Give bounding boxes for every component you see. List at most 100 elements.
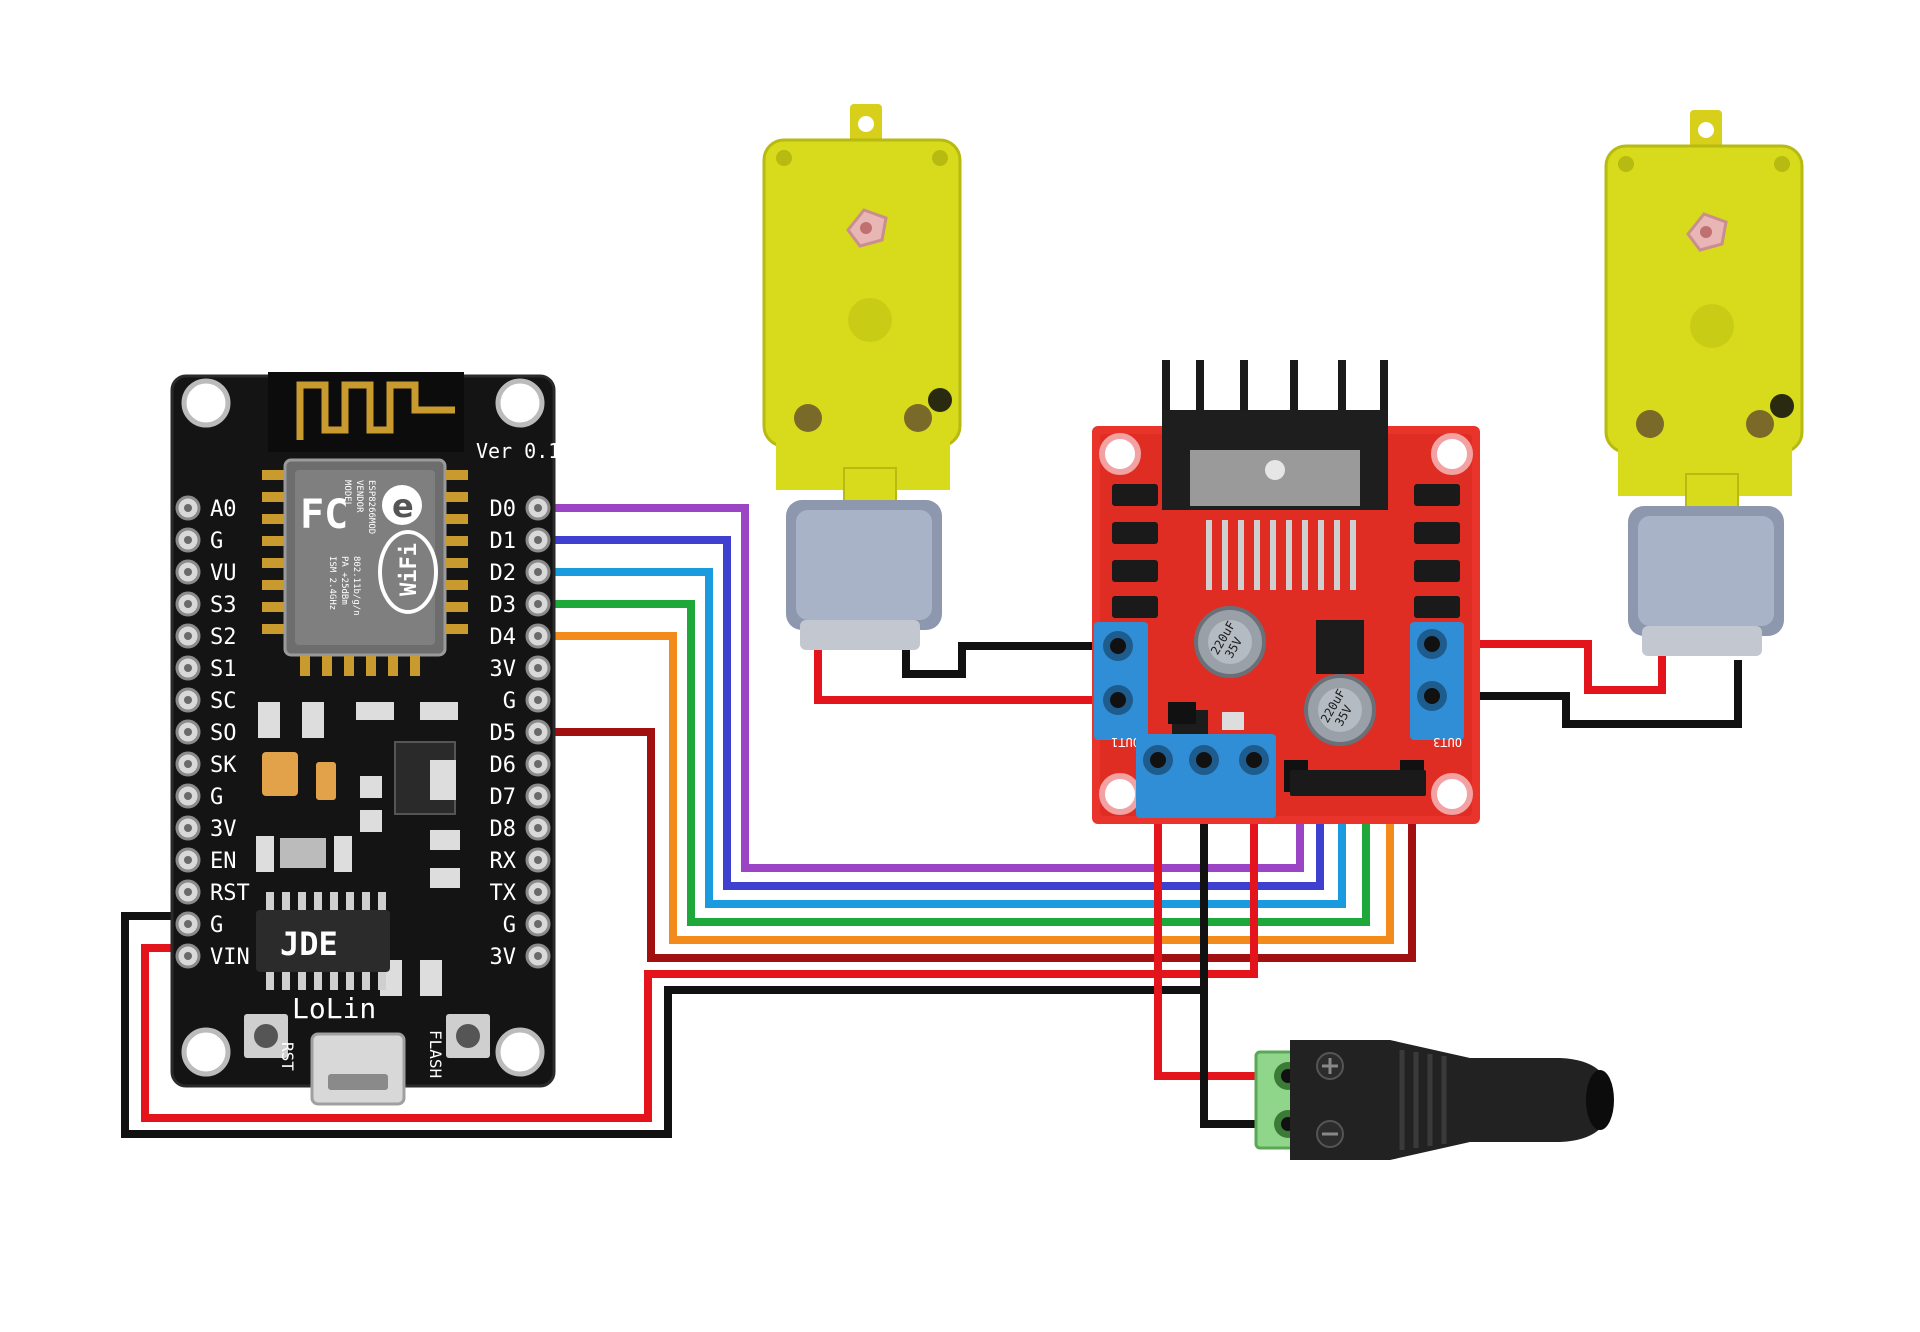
pin-hole <box>184 504 192 512</box>
right-pin-label: D5 <box>490 721 517 746</box>
wire-motor-right-red <box>1432 640 1666 694</box>
right-pin-label: G <box>503 689 516 714</box>
control-header[interactable] <box>1290 770 1426 796</box>
pin-hole <box>184 888 192 896</box>
left-pin-label: VIN <box>210 945 250 970</box>
left-pin-label: G <box>210 529 223 554</box>
pin-hole <box>184 600 192 608</box>
dc-power-jack <box>1254 1040 1614 1160</box>
pin-hole <box>534 600 542 608</box>
wifi-badge: WiFi <box>397 543 422 596</box>
left-pin-label: S2 <box>210 625 237 650</box>
terminal-out3-out4[interactable] <box>1410 622 1464 740</box>
ce-badge <box>382 485 422 525</box>
motor-right <box>1604 110 1804 656</box>
module-markings: MODEL VENDOR ESP8266MOD ISM 2.4GHz PA +2… <box>327 480 376 616</box>
wire-motor-right-black <box>1432 660 1742 728</box>
left-pin-label: S3 <box>210 593 237 618</box>
pin-hole <box>534 760 542 768</box>
pin-hole <box>184 920 192 928</box>
terminal-power[interactable] <box>1136 734 1276 818</box>
motor-left <box>762 104 962 650</box>
pin-hole <box>534 920 542 928</box>
pin-hole <box>184 824 192 832</box>
pin-hole <box>184 760 192 768</box>
right-pin-label: D6 <box>490 753 517 778</box>
svg-text:PA +25dBm: PA +25dBm <box>339 556 349 605</box>
out-right-label: OUT3 <box>1433 735 1462 749</box>
mounting-hole <box>495 1027 545 1077</box>
left-pin-label: S1 <box>210 657 237 682</box>
left-pin-label: SC <box>210 689 237 714</box>
jumper[interactable] <box>1168 702 1196 724</box>
svg-text:VENDOR: VENDOR <box>354 480 364 513</box>
left-pin-label: A0 <box>210 497 237 522</box>
right-pin-label: D1 <box>490 529 517 554</box>
flash-button[interactable] <box>446 1014 490 1058</box>
wire-d0-purple <box>540 504 1304 872</box>
mounting-hole <box>495 378 545 428</box>
right-pin-label: D8 <box>490 817 517 842</box>
module-pads <box>262 470 468 676</box>
screw-icon <box>794 404 822 432</box>
pin-hole <box>184 728 192 736</box>
pin-hole <box>184 952 192 960</box>
screw-icon <box>1636 410 1664 438</box>
wifi-badge-shape <box>378 530 438 614</box>
left-pin-label: VU <box>210 561 237 586</box>
l298n-driver: 220uF 35V 220uF 35V OUT1 OUT3 <box>1092 360 1480 824</box>
right-pin-label: TX <box>490 881 517 906</box>
l298-ic-pins <box>1206 520 1356 590</box>
right-pin-label: D4 <box>490 625 517 650</box>
screw-icon <box>1746 410 1774 438</box>
dc-jack-body <box>1290 1040 1612 1160</box>
left-pin-label: SK <box>210 753 237 778</box>
brand-label: LoLin <box>292 992 376 1025</box>
pin-hole <box>534 728 542 736</box>
diodes-right <box>1414 484 1460 618</box>
capacitor: 220uF 35V <box>1304 674 1376 746</box>
right-pin-label: D0 <box>490 497 517 522</box>
right-pin-label: 3V <box>490 945 517 970</box>
diodes-left <box>1112 484 1158 618</box>
pin-hole <box>184 536 192 544</box>
mounting-hole <box>1099 433 1141 475</box>
micro-usb-port[interactable] <box>310 1032 406 1106</box>
wire-d4-orange <box>540 632 1394 944</box>
screw-icon <box>904 404 932 432</box>
flash-button-label: FLASH <box>426 1030 445 1078</box>
svg-text:802.11b/g/n: 802.11b/g/n <box>351 556 361 616</box>
fc-mark: FC <box>300 492 348 538</box>
pin-hole <box>534 952 542 960</box>
voltage-regulator <box>1316 620 1364 674</box>
svg-text:MODEL: MODEL <box>342 480 352 507</box>
dc-jack-socket[interactable] <box>1586 1070 1614 1130</box>
left-pin-label: RST <box>210 881 250 906</box>
wire-gnd-black <box>121 912 1204 1138</box>
left-pin-label: 3V <box>210 817 237 842</box>
left-pin-label: G <box>210 913 223 938</box>
pin-hole <box>534 696 542 704</box>
wire-motor-left-red <box>814 648 1118 704</box>
pin-hole <box>534 824 542 832</box>
chip-label: JDE <box>280 925 338 963</box>
nodemcu-board: FC e WiFi MODEL VENDOR ESP8266MOD ISM 2.… <box>170 372 560 1106</box>
pin-hole <box>534 664 542 672</box>
smd-components <box>256 702 460 996</box>
wire-d3-green <box>540 600 1370 926</box>
right-pin-label: RX <box>490 849 517 874</box>
left-pin-label: G <box>210 785 223 810</box>
pin-hole <box>534 504 542 512</box>
pin-hole <box>534 568 542 576</box>
usb-uart-chip <box>256 910 390 972</box>
terminal-out1-out2[interactable] <box>1094 622 1148 740</box>
version-label: Ver 0.1 <box>476 439 560 463</box>
pin-hole <box>184 792 192 800</box>
svg-text:ISM 2.4GHz: ISM 2.4GHz <box>327 556 337 610</box>
rst-button[interactable] <box>244 1014 288 1058</box>
antenna-trace <box>296 381 455 440</box>
pin-hole <box>184 696 192 704</box>
